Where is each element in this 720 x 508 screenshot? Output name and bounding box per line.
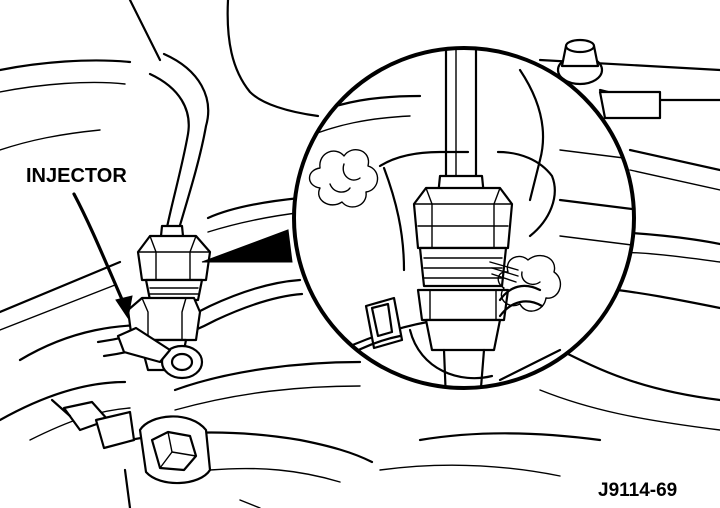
mounting-bolt-lower [50, 398, 212, 485]
injector-assembly [116, 224, 212, 380]
injector-label: INJECTOR [26, 165, 127, 187]
vapor-puff-left [308, 148, 379, 208]
figure-id-label: J9114-69 [598, 480, 677, 501]
mounting-bolt-top [556, 38, 604, 86]
leak-vapor-right [489, 254, 562, 312]
injector-leader-arrow [72, 192, 133, 320]
detail-magnifier [292, 46, 636, 390]
callout-pointer-cone [201, 229, 293, 263]
